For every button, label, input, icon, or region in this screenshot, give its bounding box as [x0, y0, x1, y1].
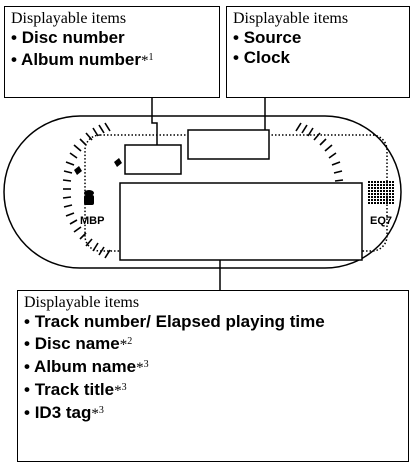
callout-item-track-title: • Track title*3: [24, 380, 127, 399]
footnote-ref: *3: [91, 405, 104, 422]
source-icon: [84, 190, 94, 205]
callout-main-display: Displayable items • Track number/ Elapse…: [17, 290, 409, 462]
leader-lines: [151, 98, 266, 290]
panel-inner-frame: [84, 134, 388, 252]
mbp-label: MBP: [80, 215, 104, 227]
callout-heading: Displayable items: [11, 10, 127, 27]
callout-item-id3-tag: • ID3 tag*3: [24, 403, 104, 422]
indicator-mark-left: [74, 166, 82, 175]
callout-heading: Displayable items: [233, 10, 349, 27]
callout-item-clock: • Clock: [233, 48, 290, 67]
disc-number-segment: [124, 144, 182, 175]
callout-item-album-name: • Album name*3: [24, 357, 149, 376]
callout-disc-album: Displayable items • Disc number • Album …: [4, 6, 220, 98]
callout-item-album-number: • Album number*1: [11, 50, 154, 69]
footnote-ref: *2: [119, 336, 133, 353]
level-meter-icon: [368, 181, 394, 204]
callout-item-track-number: • Track number/ Elapsed playing time: [24, 312, 325, 331]
main-text-segment: [119, 182, 363, 261]
indicator-mark-right: [114, 158, 122, 167]
callout-item-disc-number: • Disc number: [11, 28, 125, 47]
eq-label: EQ7: [370, 215, 392, 227]
panel-outline: [3, 115, 402, 269]
footnote-ref: *3: [136, 359, 149, 376]
footnote-ref: *3: [114, 382, 127, 399]
callout-heading: Displayable items: [24, 294, 140, 311]
source-clock-segment: [187, 129, 270, 160]
callout-item-source: • Source: [233, 28, 302, 47]
callout-source-clock: Displayable items • Source • Clock: [226, 6, 410, 98]
indicator-marks: [74, 158, 122, 175]
footnote-ref: *1: [141, 52, 154, 69]
left-dial-dashes: [62, 122, 111, 259]
leader-line-left: [151, 98, 158, 145]
callout-item-disc-name: • Disc name*2: [24, 334, 133, 353]
